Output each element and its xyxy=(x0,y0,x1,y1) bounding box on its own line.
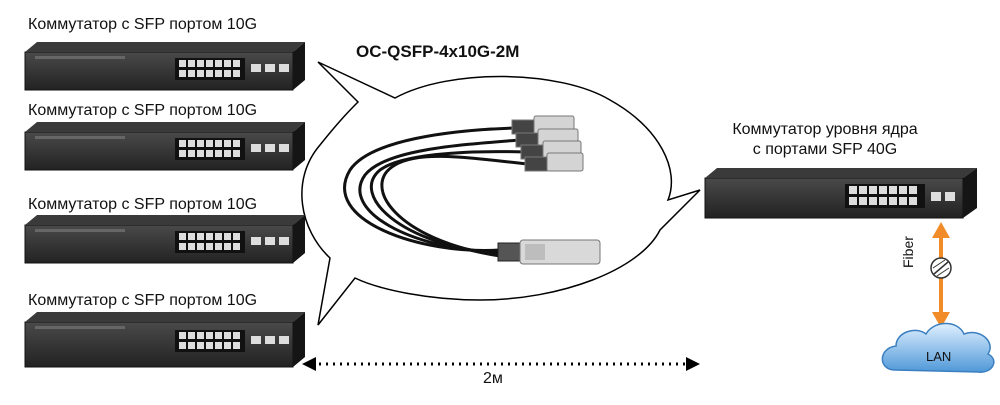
sfp-connectors xyxy=(511,115,584,172)
lan-cloud xyxy=(881,322,995,373)
breakout-cable xyxy=(343,126,530,258)
core-switch xyxy=(704,168,977,219)
switch-3 xyxy=(24,215,305,264)
distance-label: 2м xyxy=(483,370,503,387)
switch-label-1: Коммутатор с SFP портом 10G xyxy=(28,16,258,33)
distance-arrow xyxy=(302,357,700,371)
switch-label-4: Коммутатор с SFP портом 10G xyxy=(28,292,258,309)
qsfp-connector xyxy=(497,239,601,265)
switch-1 xyxy=(24,42,305,91)
fiber-arrow xyxy=(930,222,952,328)
switch-2 xyxy=(24,122,305,171)
core-switch-label: Коммутатор уровня ядра с портами SFP 40G xyxy=(700,120,950,160)
switch-label-2: Коммутатор с SFP портом 10G xyxy=(28,102,258,119)
lan-label: LAN xyxy=(926,349,952,364)
core-switch-label-line1: Коммутатор уровня ядра xyxy=(732,121,918,138)
cable-model-title: OC-QSFP-4x10G-2M xyxy=(356,42,520,61)
fiber-label: Fiber xyxy=(900,236,916,268)
switch-4 xyxy=(24,312,305,368)
switch-label-3: Коммутатор с SFP портом 10G xyxy=(28,196,258,213)
core-switch-label-line2: с портами SFP 40G xyxy=(752,141,898,158)
